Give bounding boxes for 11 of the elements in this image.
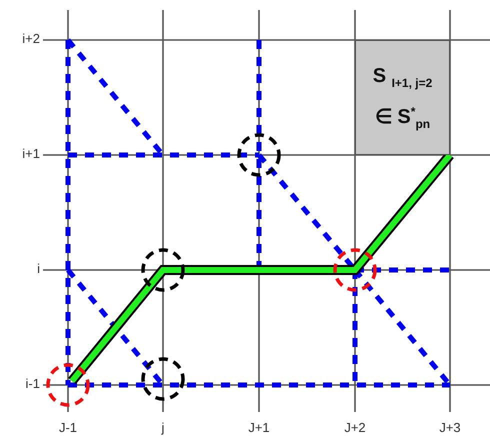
axis-tick-label: J+1 <box>247 420 271 435</box>
axis-tick-label: J+3 <box>438 420 462 435</box>
axis-tick-label: j <box>160 420 166 435</box>
axis-tick-label: J+2 <box>343 420 367 435</box>
axis-tick-label: i <box>37 261 40 276</box>
axis-tick-label: i-1 <box>26 376 40 391</box>
axis-tick-label: i+1 <box>22 146 40 161</box>
shaded-cell <box>355 40 450 155</box>
axis-tick-label: J-1 <box>58 420 78 435</box>
cell-label: S $_{I+1, j=2}$ <box>372 64 432 90</box>
axis-tick-label: i+2 <box>22 31 40 46</box>
